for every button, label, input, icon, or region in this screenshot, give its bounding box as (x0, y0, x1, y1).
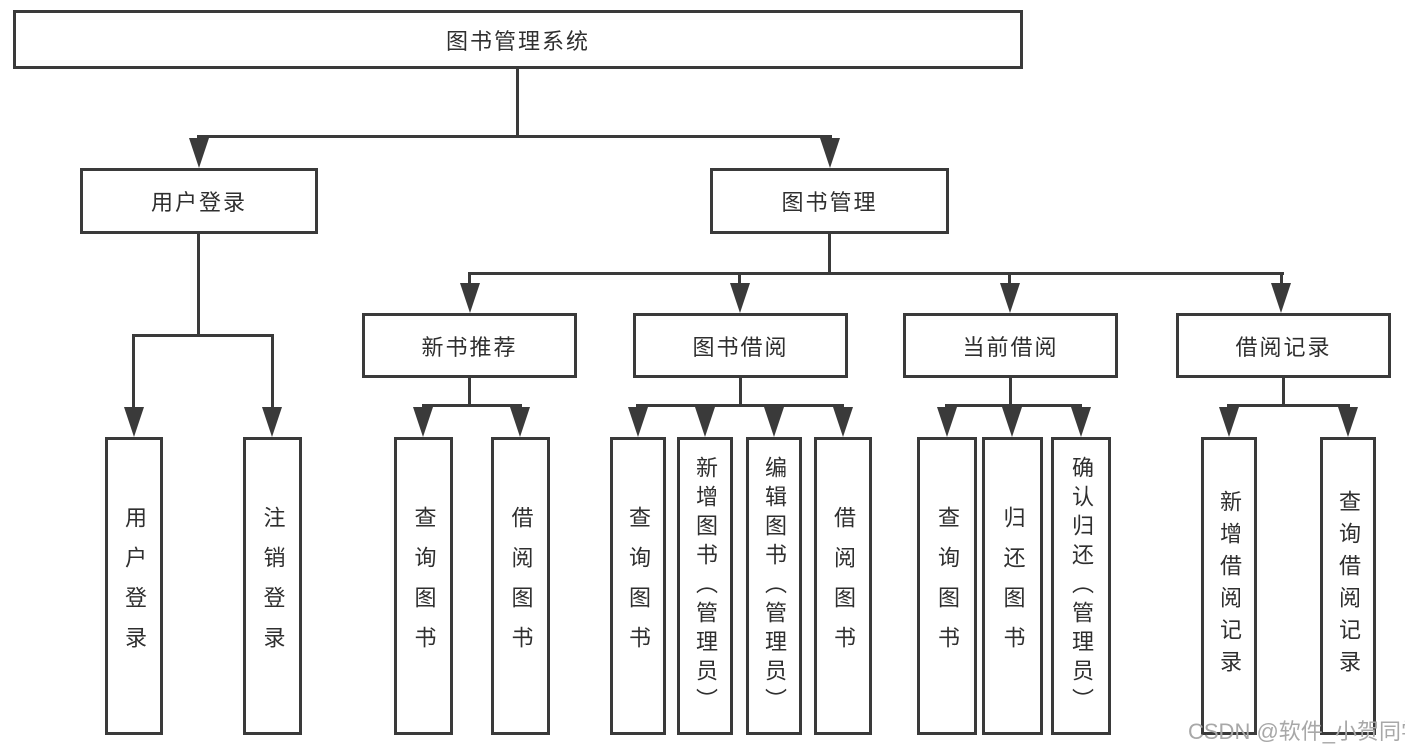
arrow-down-icon (413, 407, 433, 437)
leaf-logout-label: 注销登录 (260, 506, 286, 666)
leaf-add-book-admin-label: 新增图书（管理员） (692, 455, 718, 717)
node-book-management-label: 图书管理 (781, 190, 878, 215)
connector-drop (132, 337, 135, 411)
connector-drop (1008, 275, 1011, 285)
connector-bar (422, 404, 522, 407)
node-book-management: 图书管理 (710, 168, 949, 234)
connector-stem (739, 378, 742, 407)
arrow-down-icon (1338, 407, 1358, 437)
node-user-login-label: 用户登录 (150, 190, 247, 215)
arrow-down-icon (1071, 407, 1091, 437)
connector-drop (468, 275, 471, 285)
leaf-borrow-book-2-label: 借阅图书 (830, 506, 856, 666)
node-new-book-recommend: 新书推荐 (362, 313, 577, 378)
connector-bar (468, 272, 1284, 275)
leaf-borrow-book-2: 借阅图书 (814, 437, 872, 735)
connector-stem (1282, 378, 1285, 407)
leaf-edit-book-admin: 编辑图书（管理员） (746, 437, 802, 735)
leaf-borrow-book-1: 借阅图书 (491, 437, 550, 735)
node-borrow-record-label: 借阅记录 (1235, 334, 1332, 360)
node-current-borrow: 当前借阅 (903, 313, 1118, 378)
node-book-borrow: 图书借阅 (633, 313, 848, 378)
node-user-login: 用户登录 (80, 168, 318, 234)
leaf-return-book-label: 归还图书 (1000, 506, 1026, 666)
leaf-query-borrow-record: 查询借阅记录 (1320, 437, 1376, 735)
connector-bar (636, 404, 844, 407)
arrow-down-icon (730, 283, 750, 313)
watermark: CSDN @软件_小贺同学 (1188, 719, 1405, 744)
arrow-down-icon (1002, 407, 1022, 437)
arrow-down-icon (510, 407, 530, 437)
arrow-down-icon (937, 407, 957, 437)
connector-stem (828, 234, 831, 275)
node-root-label: 图书管理系统 (445, 28, 590, 54)
leaf-add-borrow-record: 新增借阅记录 (1201, 437, 1257, 735)
arrow-down-icon (695, 407, 715, 437)
connector-drop (271, 337, 274, 411)
leaf-query-book-3: 查询图书 (917, 437, 977, 735)
leaf-edit-book-admin-label: 编辑图书（管理员） (761, 455, 787, 717)
arrow-down-icon (820, 138, 840, 168)
arrow-down-icon (1000, 283, 1020, 313)
leaf-query-book-1-label: 查询图书 (411, 506, 437, 666)
node-new-book-recommend-label: 新书推荐 (421, 334, 518, 360)
leaf-user-login-label: 用户登录 (121, 506, 147, 666)
connector-bar (1227, 404, 1350, 407)
connector-drop (738, 275, 741, 285)
connector-stem (1009, 378, 1012, 407)
connector-drop (1280, 275, 1283, 285)
arrow-down-icon (628, 407, 648, 437)
arrow-down-icon (262, 407, 282, 437)
leaf-confirm-return-admin-label: 确认归还（管理员） (1068, 455, 1094, 717)
connector-stem (197, 234, 200, 337)
arrow-down-icon (1219, 407, 1239, 437)
connector-bar (945, 404, 1082, 407)
node-book-borrow-label: 图书借阅 (692, 334, 789, 360)
arrow-down-icon (124, 407, 144, 437)
node-borrow-record: 借阅记录 (1176, 313, 1391, 378)
leaf-query-borrow-record-label: 查询借阅记录 (1335, 490, 1361, 682)
arrow-down-icon (189, 138, 209, 168)
leaf-logout: 注销登录 (243, 437, 302, 735)
arrow-down-icon (764, 407, 784, 437)
leaf-query-book-2-label: 查询图书 (625, 506, 651, 666)
node-root: 图书管理系统 (13, 10, 1023, 69)
arrow-down-icon (833, 407, 853, 437)
connector-bar (197, 135, 832, 138)
leaf-query-book-1: 查询图书 (394, 437, 453, 735)
arrow-down-icon (1271, 283, 1291, 313)
leaf-query-book-3-label: 查询图书 (934, 506, 960, 666)
leaf-query-book-2: 查询图书 (610, 437, 666, 735)
connector-bar (132, 334, 274, 337)
leaf-add-book-admin: 新增图书（管理员） (677, 437, 733, 735)
leaf-user-login: 用户登录 (105, 437, 163, 735)
leaf-return-book: 归还图书 (982, 437, 1043, 735)
leaf-add-borrow-record-label: 新增借阅记录 (1216, 490, 1242, 682)
arrow-down-icon (460, 283, 480, 313)
connector-stem (516, 69, 519, 138)
leaf-confirm-return-admin: 确认归还（管理员） (1051, 437, 1111, 735)
connector-stem (468, 378, 471, 407)
node-current-borrow-label: 当前借阅 (962, 334, 1059, 360)
leaf-borrow-book-1-label: 借阅图书 (508, 506, 534, 666)
